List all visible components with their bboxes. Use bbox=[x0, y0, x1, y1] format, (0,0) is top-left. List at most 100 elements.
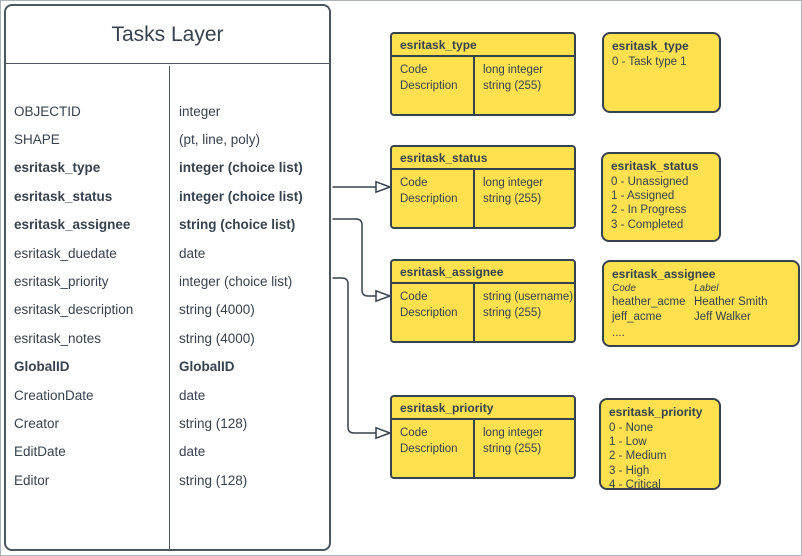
value-pair: jeff_acme Jeff Walker bbox=[612, 310, 790, 325]
value-list-title: esritask_assignee bbox=[612, 267, 716, 281]
schema-box-esritask-priority: esritask_priority Code Description long … bbox=[390, 395, 576, 479]
schema-box-esritask-type: esritask_type Code Description long inte… bbox=[390, 32, 576, 116]
code-column-header: Code bbox=[612, 283, 636, 294]
field-name-cell: esritask_status bbox=[14, 188, 113, 204]
schema-box-esritask-assignee: esritask_assignee Code Description strin… bbox=[390, 259, 576, 343]
value-item: 0 - None bbox=[609, 422, 654, 434]
field-label: Description bbox=[400, 307, 458, 319]
value-item: 0 - Unassigned bbox=[611, 176, 689, 188]
field-type: long integer bbox=[483, 64, 544, 76]
table-row: GlobalID GlobalID bbox=[6, 353, 329, 381]
field-name-cell: esritask_notes bbox=[14, 330, 102, 346]
field-name-cell: esritask_duedate bbox=[14, 245, 117, 261]
table-row: esritask_description string (4000) bbox=[6, 296, 329, 324]
value-item: 1 - Assigned bbox=[611, 190, 675, 203]
field-type-cell: string (4000) bbox=[179, 330, 255, 346]
field-name-cell: EditDate bbox=[14, 444, 66, 460]
connector-esritask-assignee bbox=[332, 218, 376, 297]
field-name-cell: CreationDate bbox=[14, 387, 94, 403]
table-row: SHAPE (pt, line, poly) bbox=[6, 125, 329, 153]
field-label: Code bbox=[400, 64, 428, 76]
table-row: esritask_assignee string (choice list) bbox=[6, 211, 329, 239]
field-type-cell: integer bbox=[179, 103, 221, 119]
field-name-cell: esritask_type bbox=[14, 160, 101, 176]
field-type: string (255) bbox=[483, 80, 542, 92]
field-type-cell: integer (choice list) bbox=[179, 188, 303, 204]
value-column-headers: Code Label bbox=[612, 283, 790, 295]
field-name-cell: Editor bbox=[14, 472, 50, 488]
field-type: string (255) bbox=[483, 193, 542, 205]
value-item: 4 - Critical bbox=[609, 478, 661, 491]
field-type: string (255) bbox=[483, 307, 542, 319]
field-type-cell: integer (choice list) bbox=[179, 160, 303, 176]
field-type-cell: (pt, line, poly) bbox=[179, 132, 261, 148]
field-label: Code bbox=[400, 427, 428, 439]
schema-box-title: esritask_type bbox=[392, 34, 574, 57]
connector-esritask-priority bbox=[332, 277, 376, 434]
field-name-cell: esritask_assignee bbox=[14, 217, 131, 233]
value-item: 2 - Medium bbox=[609, 450, 667, 463]
code-cell: heather_acme bbox=[612, 296, 686, 308]
arrowhead-esritask-status bbox=[375, 180, 393, 194]
schema-box-body: Code Description string (username) strin… bbox=[392, 284, 574, 341]
field-name-cell: esritask_priority bbox=[14, 274, 109, 290]
field-name-cell: SHAPE bbox=[14, 132, 60, 148]
field-type-cell: date bbox=[179, 245, 206, 261]
field-type-cell: integer (choice list) bbox=[179, 274, 293, 290]
table-row: CreationDate date bbox=[6, 381, 329, 409]
value-item: 0 - Task type 1 bbox=[612, 56, 687, 68]
field-label: Code bbox=[400, 291, 428, 303]
value-items: 0 - Task type 1 bbox=[612, 55, 711, 69]
field-type: long integer bbox=[483, 427, 544, 439]
field-type: string (username) bbox=[483, 291, 574, 303]
field-type-cell: GlobalID bbox=[179, 359, 235, 375]
field-label: Description bbox=[400, 80, 458, 92]
field-type-cell: date bbox=[179, 444, 206, 460]
value-pairs: heather_acme Heather Smith jeff_acme Jef… bbox=[612, 295, 790, 324]
field-type-cell: string (4000) bbox=[179, 302, 255, 318]
field-name-cell: GlobalID bbox=[14, 359, 70, 375]
field-type-cell: string (128) bbox=[179, 415, 248, 431]
field-type: string (255) bbox=[483, 443, 542, 455]
schema-box-body: Code Description long integer string (25… bbox=[392, 170, 574, 227]
field-label: Code bbox=[400, 177, 428, 189]
value-pair: heather_acme Heather Smith bbox=[612, 295, 790, 310]
schema-box-title: esritask_status bbox=[392, 147, 574, 170]
field-label: Description bbox=[400, 443, 458, 455]
schema-box-title: esritask_assignee bbox=[392, 261, 574, 284]
field-rows: OBJECTID integer SHAPE (pt, line, poly) … bbox=[6, 66, 329, 494]
label-column-header: Label bbox=[694, 283, 719, 294]
field-label: Description bbox=[400, 193, 458, 205]
field-type-cell: string (128) bbox=[179, 472, 248, 488]
value-item: 2 - In Progress bbox=[611, 204, 687, 217]
field-type: long integer bbox=[483, 177, 544, 189]
table-row: esritask_duedate date bbox=[6, 239, 329, 267]
code-cell: jeff_acme bbox=[612, 310, 662, 323]
value-list-title: esritask_type bbox=[612, 39, 689, 53]
field-name-cell: Creator bbox=[14, 415, 60, 431]
column-divider bbox=[169, 65, 170, 549]
value-item: 1 - Low bbox=[609, 436, 647, 449]
field-name-cell: OBJECTID bbox=[14, 103, 81, 119]
schema-box-body: Code Description long integer string (25… bbox=[392, 420, 574, 477]
schema-box-esritask-status: esritask_status Code Description long in… bbox=[390, 145, 576, 229]
value-item: 3 - High bbox=[609, 464, 650, 477]
table-row: esritask_priority integer (choice list) bbox=[6, 267, 329, 295]
more-ellipsis: .... bbox=[612, 327, 625, 339]
table-row: Editor string (128) bbox=[6, 466, 329, 494]
field-type-cell: string (choice list) bbox=[179, 217, 296, 233]
value-list-esritask-type: esritask_type 0 - Task type 1 bbox=[602, 32, 721, 113]
table-row: esritask_notes string (4000) bbox=[6, 324, 329, 352]
field-name-cell: esritask_description bbox=[14, 302, 134, 318]
field-type-cell: date bbox=[179, 387, 206, 403]
label-cell: Heather Smith bbox=[694, 296, 768, 308]
schema-box-body: Code Description long integer string (25… bbox=[392, 57, 574, 114]
tasks-layer-title: Tasks Layer bbox=[6, 6, 329, 64]
value-list-esritask-assignee: esritask_assignee Code Label heather_acm… bbox=[602, 260, 800, 347]
schema-box-title: esritask_priority bbox=[392, 397, 574, 420]
table-row: esritask_status integer (choice list) bbox=[6, 182, 329, 210]
